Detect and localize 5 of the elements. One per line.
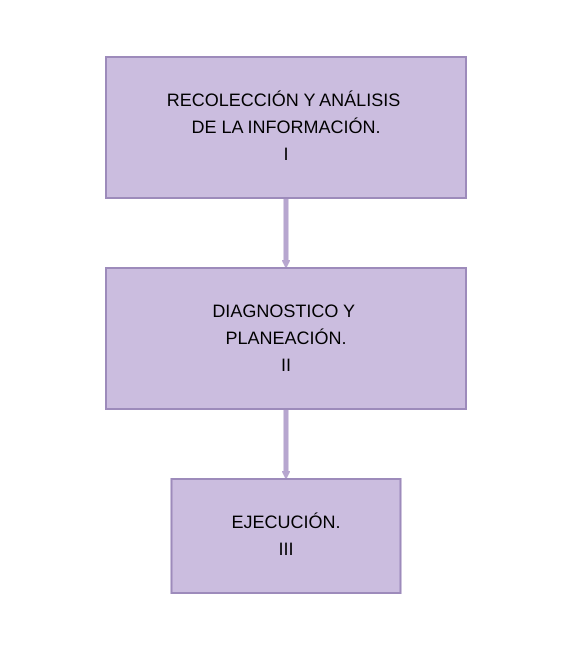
node-box: RECOLECCIÓN Y ANÁLISIS DE LA INFORMACIÓN. I — [104, 56, 466, 199]
node-box: EJECUCIÓN. III — [170, 478, 401, 594]
arrow — [281, 409, 290, 480]
node-box: DIAGNOSTICO Y PLANEACIÓN. II — [104, 267, 466, 410]
arrow — [281, 198, 290, 268]
